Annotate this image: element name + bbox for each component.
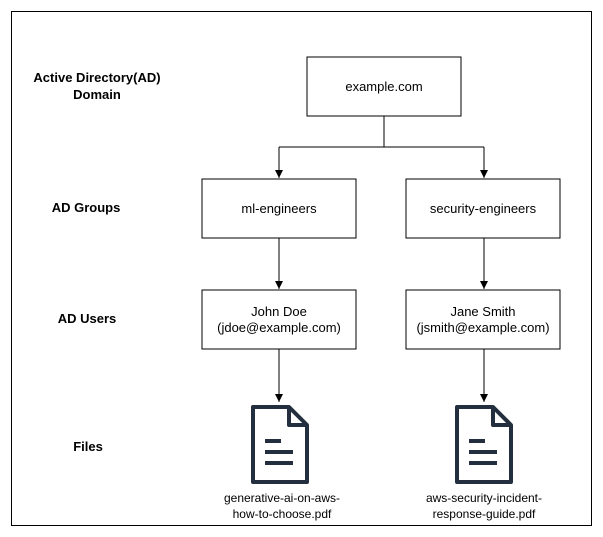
domain-node: example.com: [306, 56, 462, 117]
diagram-frame: [11, 11, 592, 526]
user-node-jane-smith: Jane Smith (jsmith@example.com): [405, 289, 561, 350]
row-label-domain-line2: Domain: [73, 87, 121, 102]
group-node-security-engineers: security-engineers: [405, 178, 561, 239]
row-label-users: AD Users: [58, 311, 117, 326]
user-name: John Doe: [251, 304, 307, 319]
group-box: [405, 178, 561, 239]
file-caption-line2: how-to-choose.pdf: [233, 507, 332, 521]
domain-name: example.com: [345, 79, 422, 94]
document-icon: [251, 405, 309, 484]
domain-connectors: [275, 116, 488, 178]
file-node-aws-security: aws-security-incident- response-guide.pd…: [426, 405, 542, 521]
document-icon: [455, 405, 513, 484]
row-label-domain-line1: Active Directory(AD): [33, 70, 160, 85]
user-email: (jdoe@example.com): [217, 320, 341, 335]
group-name: ml-engineers: [241, 201, 317, 216]
user-name: Jane Smith: [450, 304, 515, 319]
user-node-john-doe: John Doe (jdoe@example.com): [201, 289, 357, 350]
file-node-generative-ai: generative-ai-on-aws- how-to-choose.pdf: [224, 405, 340, 521]
file-caption-line1: aws-security-incident-: [426, 491, 542, 505]
row-label-files: Files: [73, 439, 103, 454]
group-node-ml-engineers: ml-engineers: [201, 178, 357, 239]
user-email: (jsmith@example.com): [416, 320, 549, 335]
user-box: [405, 289, 561, 350]
row-label-groups: AD Groups: [52, 200, 121, 215]
group-name: security-engineers: [430, 201, 537, 216]
file-caption-line1: generative-ai-on-aws-: [224, 491, 340, 505]
file-caption-line2: response-guide.pdf: [433, 507, 536, 521]
